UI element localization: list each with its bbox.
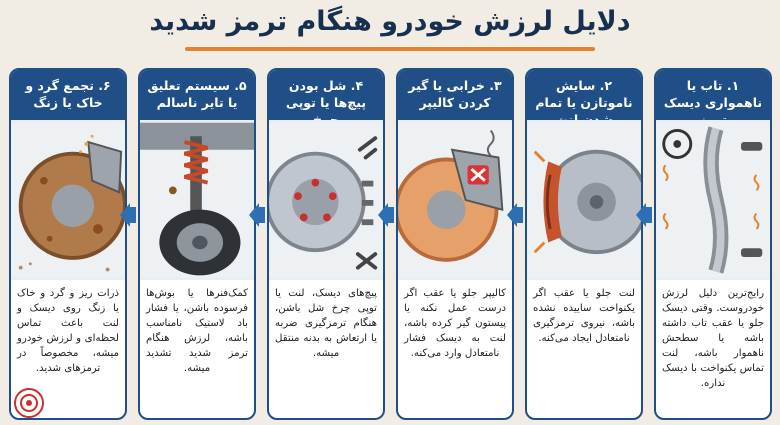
arrow-left-icon	[636, 203, 654, 227]
panel-description: رایج‌ترین دلیل لرزش خودروست. وقتی دیسک ج…	[662, 288, 764, 389]
panel-worn-pad: ۲. سایش ناموتازن یا تمام شدن لنت لنت جلو…	[525, 68, 643, 420]
suspension-icon	[140, 120, 254, 280]
arrow-left-icon	[507, 203, 525, 227]
panel-description: لنت جلو یا عقب اگر یکنواخت ساییده نشده ب…	[533, 288, 635, 344]
loose-bolts-icon	[269, 120, 383, 280]
panel-loose-bolts: ۴. شل بودن پیچ‌ها یا توپی چرخ پیچ‌های دی…	[267, 68, 385, 420]
panel-heading: ۵. سیستم تعلیق یا تایر ناسالم	[140, 70, 254, 120]
panel-warped-disc: ۱. تاب یا ناهمواری دیسک ترمز	[654, 68, 772, 420]
panel-heading: ۴. شل بودن پیچ‌ها یا توپی چرخ	[269, 70, 383, 127]
rust-disc-icon	[11, 120, 125, 280]
worn-pad-icon	[527, 120, 641, 280]
title-underline	[185, 47, 595, 51]
panel-heading: ۶. تجمع گرد و خاک یا زنگ	[11, 70, 125, 120]
panel-heading: ۱. تاب یا ناهمواری دیسک ترمز	[656, 70, 770, 127]
panel-rust-disc: ۶. تجمع گرد و خاک یا زنگ ذرات ریز و گر	[9, 68, 127, 420]
brake-logo-icon	[14, 388, 44, 418]
warped-disc-icon	[656, 120, 770, 280]
panel-description: کمک‌فنرها یا بوش‌ها فرسوده باشن، یا فشار…	[146, 288, 248, 374]
panel-description: کالیپر جلو یا عقب اگر درست عمل نکنه یا پ…	[404, 288, 506, 359]
panel-description: ذرات ریز و گرد و خاک یا زنگ روی دیسک و ل…	[17, 288, 119, 374]
caliper-icon	[398, 120, 512, 280]
panel-caliper: ۳. خرابی یا گیر کردن کالیپر کالیپر جلو ی…	[396, 68, 514, 420]
panel-heading: ۲. سایش ناموتازن یا تمام شدن لنت	[527, 70, 641, 127]
arrow-left-icon	[120, 203, 138, 227]
arrow-left-icon	[249, 203, 267, 227]
panel-suspension: ۵. سیستم تعلیق یا تایر ناسالم کمک‌فنرها …	[138, 68, 256, 420]
panels-row: ۱. تاب یا ناهمواری دیسک ترمز	[8, 68, 772, 420]
arrow-left-icon	[378, 203, 396, 227]
panel-heading: ۳. خرابی یا گیر کردن کالیپر	[398, 70, 512, 120]
page-title: دلایل لرزش خودرو هنگام ترمز شدید	[149, 6, 631, 37]
panel-description: پیچ‌های دیسک، لنت یا توپی چرخ شل باشن، ه…	[275, 288, 377, 359]
